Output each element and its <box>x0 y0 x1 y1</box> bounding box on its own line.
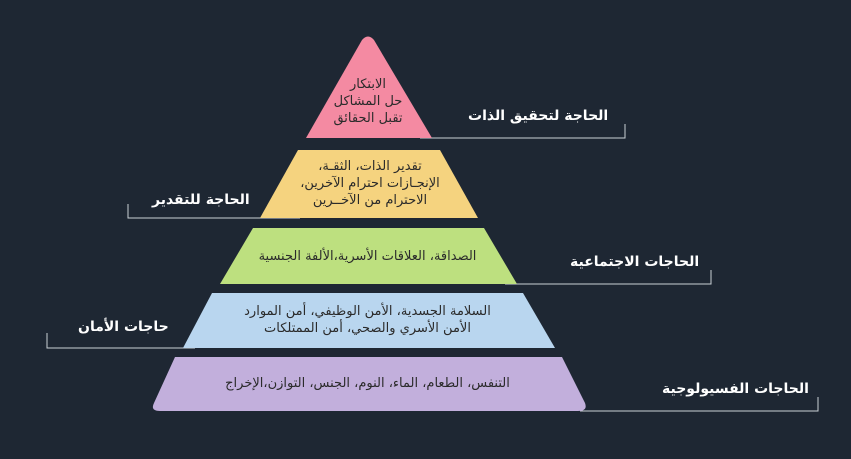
tier-5-physiological <box>152 357 586 411</box>
tier-4-line: السلامة الجسدية، الأمن الوظيفي، أمن المو… <box>244 304 491 319</box>
bracket-physiological <box>580 397 819 412</box>
tier-4-text: السلامة الجسدية، الأمن الوظيفي، أمن المو… <box>195 303 540 337</box>
tier-1-line: تقبل الحقائق <box>333 111 403 126</box>
tier-3-social <box>220 228 517 284</box>
tier-3-text: الصداقة، العلاقات الأسرية،الألفة الجنسية <box>230 248 505 265</box>
tier-1-line: حل المشاكل <box>333 94 403 109</box>
tier-5-line: التنفس، الطعام، الماء، النوم، الجنس، الت… <box>225 376 510 391</box>
label-social: الحاجات الاجتماعية <box>570 254 700 270</box>
tier-2-text: تقدير الذات، الثقـة، الإنجـازات احترام ا… <box>280 158 460 209</box>
label-safety: حاجات الأمان <box>78 319 169 335</box>
tier-1-line: الابتكار <box>350 77 386 92</box>
label-esteem: الحاجة للتقدير <box>152 192 250 208</box>
tier-4-safety <box>183 293 555 348</box>
tier-2-line: الإنجـازات احترام الآخرين، <box>300 176 440 191</box>
tier-1-text: الابتكار حل المشاكل تقبل الحقائق <box>308 76 428 127</box>
bracket-esteem <box>127 204 300 219</box>
bracket-social <box>505 270 712 285</box>
tier-5-text: التنفس، الطعام، الماء، النوم، الجنس، الت… <box>180 375 555 392</box>
tier-4-line: الأمن الأسري والصحي، أمن الممتلكات <box>264 321 471 336</box>
label-self-actualization: الحاجة لتحقيق الذات <box>468 108 609 124</box>
tier-2-line: تقدير الذات، الثقـة، <box>318 159 422 174</box>
bracket-self-actualization <box>420 124 626 139</box>
bracket-safety <box>46 333 195 349</box>
label-physiological: الحاجات الفسيولوجية <box>662 381 809 397</box>
tier-2-esteem <box>260 150 478 218</box>
tier-1-self-actualization <box>306 36 432 138</box>
tier-2-line: الاحترام من الآخــرين <box>312 193 428 208</box>
label-brackets <box>46 124 819 412</box>
tier-3-line: الصداقة، العلاقات الأسرية،الألفة الجنسية <box>258 249 477 264</box>
